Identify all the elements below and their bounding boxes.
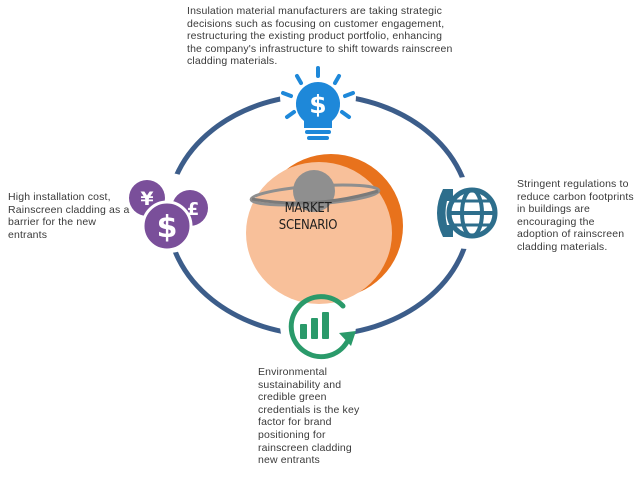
dollar-lightbulb-icon: $: [281, 66, 355, 140]
growth-chart-icon: [288, 294, 356, 360]
center-label-line2: SCENARIO: [278, 218, 338, 233]
top-node-text: Insulation material manufacturers are ta…: [187, 5, 453, 68]
bottom-node-text: Environmental sustainability and credibl…: [258, 366, 360, 467]
svg-text:$: $: [309, 90, 326, 119]
center-globe: [246, 154, 403, 304]
svg-text:¥: ¥: [140, 188, 153, 210]
center-label-line1: MARKET: [284, 201, 332, 216]
center-label: MARKET SCENARIO: [259, 200, 356, 234]
globe-phone-icon: [437, 187, 498, 239]
left-node-text: High installation cost, Rainscreen cladd…: [8, 191, 130, 241]
svg-text:$: $: [157, 210, 178, 245]
right-node-text: Stringent regulations to reduce carbon f…: [517, 178, 634, 253]
svg-text:£: £: [187, 199, 200, 220]
currency-coins-icon: ¥ £ $: [129, 180, 208, 252]
